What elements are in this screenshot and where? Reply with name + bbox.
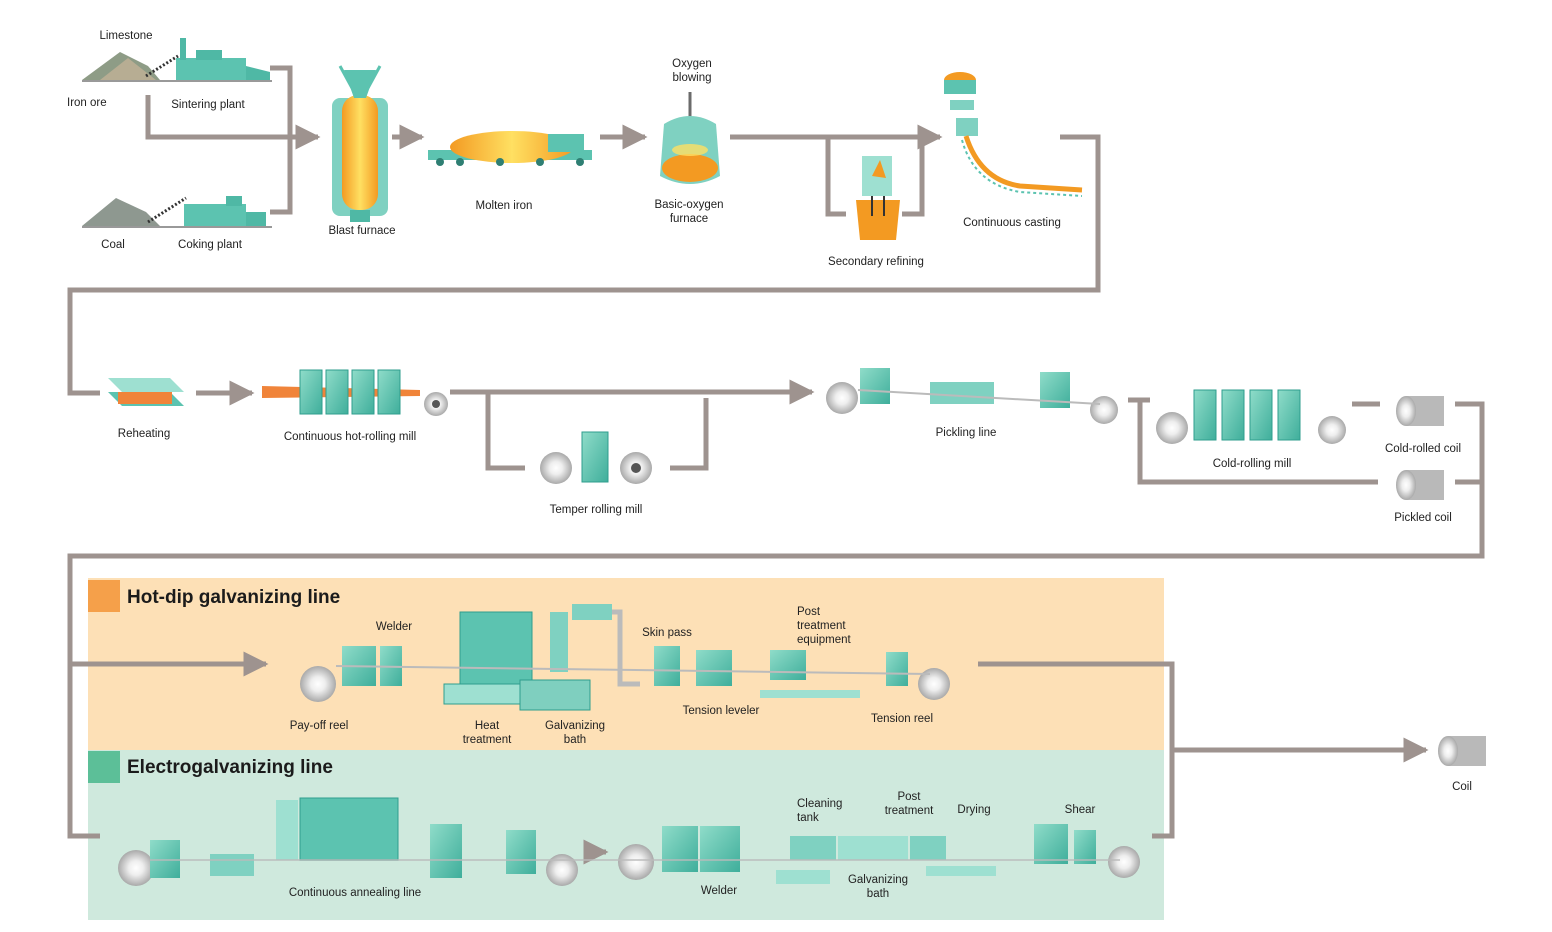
label-hot-rolling-mill: Continuous hot-rolling mill (283, 431, 417, 443)
coil-icon (1438, 736, 1486, 766)
cold-rolled-coil-icon (1396, 396, 1444, 426)
hot-dip-title: Hot-dip galvanizing line (127, 587, 341, 608)
label-eg-galvanizing-bath: Galvanizing bath (847, 874, 909, 900)
label-blast-furnace: Blast furnace (328, 225, 396, 237)
label-coal: Coal (101, 239, 125, 251)
label-limestone: Limestone (99, 30, 153, 42)
reheating-icon (108, 378, 184, 406)
electro-band (88, 750, 1164, 920)
label-eg-cleaning-tank: Cleaning tank (797, 798, 843, 824)
continuous-casting-icon (944, 72, 1083, 197)
label-hd-tension-reel: Tension reel (870, 713, 934, 725)
hot-dip-equipment (300, 604, 950, 711)
label-eg-drying: Drying (957, 804, 991, 816)
label-basic-oxygen-furnace: Basic-oxygen furnace (654, 199, 724, 225)
label-temper-rolling-mill: Temper rolling mill (549, 504, 643, 516)
electro-title: Electrogalvanizing line (127, 757, 333, 778)
label-eg-shear: Shear (1064, 804, 1096, 816)
label-reheating: Reheating (117, 428, 171, 440)
coal-pile (82, 196, 187, 226)
label-eg-welder: Welder (700, 885, 738, 897)
label-pickling-line: Pickling line (935, 427, 997, 439)
label-coil: Coil (1452, 781, 1472, 793)
label-hd-tension-leveler: Tension leveler (682, 705, 760, 717)
secondary-refining-icon (856, 156, 900, 240)
pickled-coil-icon (1396, 470, 1444, 500)
hot-rolling-mill-icon (262, 369, 448, 416)
basic-oxygen-furnace-icon (660, 92, 720, 184)
electro-equipment (118, 797, 1140, 886)
label-secondary-refining: Secondary refining (828, 256, 924, 268)
label-cold-rolled-coil: Cold-rolled coil (1384, 443, 1462, 455)
limestone-pile (82, 52, 179, 80)
electro-swatch (88, 751, 120, 783)
flow-lines (67, 65, 1485, 865)
cold-rolling-mill-icon (1156, 389, 1346, 444)
label-hd-skin-pass: Skin pass (642, 627, 692, 639)
label-coking-plant: Coking plant (178, 239, 242, 251)
label-hd-welder: Welder (375, 621, 413, 633)
label-hd-heat-treatment: Heat treatment (462, 720, 512, 746)
coking-plant-icon (82, 196, 272, 228)
label-molten-iron: Molten iron (475, 200, 533, 212)
label-continuous-casting: Continuous casting (963, 217, 1061, 229)
pickling-line-icon (826, 368, 1118, 424)
label-sintering-plant: Sintering plant (171, 99, 245, 111)
label-pickled-coil: Pickled coil (1394, 512, 1452, 524)
label-eg-continuous-annealing-line: Continuous annealing line (288, 887, 422, 899)
temper-rolling-mill-icon (540, 431, 652, 484)
molten-iron-icon (428, 131, 592, 166)
label-hd-pay-off-reel: Pay-off reel (289, 720, 349, 732)
label-hd-post-treatment-equipment: Post treatment equipment (797, 606, 851, 646)
label-cold-rolling-mill: Cold-rolling mill (1212, 458, 1292, 470)
label-iron-ore: Iron ore (67, 97, 107, 109)
hot-dip-swatch (88, 580, 120, 612)
sintering-plant-icon (82, 38, 272, 82)
label-oxygen-blowing: Oxygen blowing (672, 58, 712, 84)
label-eg-post-treatment: Post treatment (884, 791, 934, 817)
blast-furnace-icon (332, 65, 388, 222)
label-hd-galvanizing-bath: Galvanizing bath (544, 720, 606, 746)
